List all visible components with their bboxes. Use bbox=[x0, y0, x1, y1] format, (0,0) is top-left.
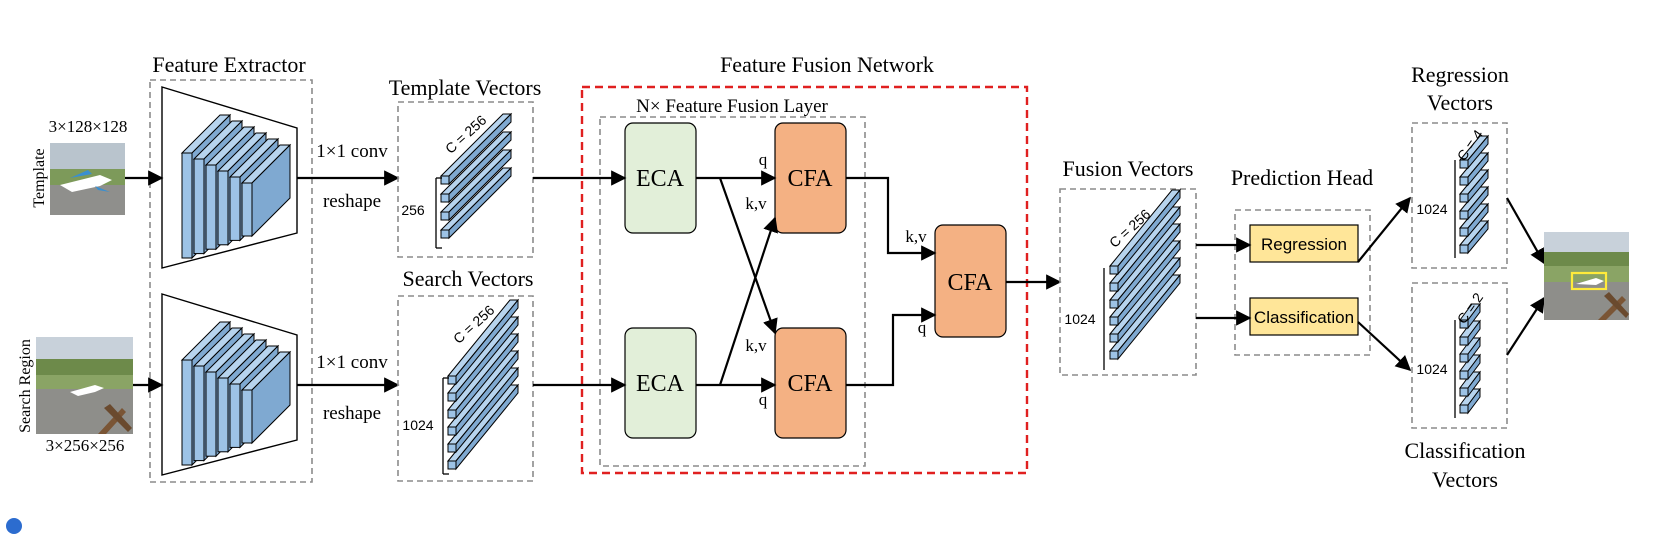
cfa-label-final: CFA bbox=[948, 270, 994, 296]
template-vectors-title: Template Vectors bbox=[389, 75, 542, 100]
cfa-label-bottom: CFA bbox=[788, 371, 834, 397]
classification-vectors-channels: C = 2 bbox=[1454, 290, 1487, 327]
fusion-vectors-title: Fusion Vectors bbox=[1063, 156, 1194, 181]
feature-fusion-network-title: Feature Fusion Network bbox=[720, 52, 934, 77]
tracking-bbox bbox=[1570, 271, 1608, 291]
regression-vectors-dim: 1024 bbox=[1416, 201, 1447, 217]
template-vector-bar bbox=[439, 112, 513, 186]
fusion-vector-bar bbox=[1108, 188, 1182, 276]
corner-marker-dot bbox=[6, 518, 22, 534]
backbone-feature-slab bbox=[240, 143, 292, 238]
feature-extractor-box bbox=[149, 79, 313, 483]
classification-head bbox=[1249, 297, 1359, 336]
classification-vectors-bars bbox=[1459, 302, 1481, 415]
backbone-feature-stack-bottom bbox=[180, 320, 292, 467]
fusion-vectors-bars bbox=[1108, 188, 1182, 361]
regression-head bbox=[1249, 224, 1359, 263]
fusion-vectors-box bbox=[1059, 188, 1197, 376]
kv-label-final: k,v bbox=[905, 227, 927, 246]
search-size-label: 3×256×256 bbox=[46, 436, 125, 455]
arrow-eca-bottom-to-cfa-top-kv bbox=[718, 216, 778, 386]
search-vector-bar bbox=[446, 366, 520, 454]
regression-vectors-bars bbox=[1458, 134, 1490, 255]
fusion-vectors-dim: 1024 bbox=[1064, 311, 1095, 327]
search-vector-bar bbox=[446, 383, 520, 471]
regression-vectors-title-line1: Regression bbox=[1411, 62, 1509, 87]
eca-label-top: ECA bbox=[636, 166, 685, 192]
classification-head-label: Classification bbox=[1254, 308, 1354, 327]
fusion-vector-bar bbox=[1108, 256, 1182, 344]
conv-label-bottom: 1×1 conv bbox=[316, 352, 388, 373]
classification-vectors-title-line1: Classification bbox=[1405, 438, 1526, 463]
template-vector-bar bbox=[439, 166, 513, 240]
fusion-layer-box bbox=[599, 116, 866, 467]
backbone-feature-stack-top bbox=[180, 113, 292, 260]
search-vector-bar bbox=[446, 332, 520, 420]
reshape-label-bottom: reshape bbox=[323, 403, 381, 424]
regression-vector-bar bbox=[1458, 151, 1490, 187]
conv-label-top: 1×1 conv bbox=[316, 141, 388, 162]
eca-label-bottom: ECA bbox=[636, 371, 685, 397]
arrow-cfa-top-to-final-kv bbox=[846, 176, 937, 261]
reshape-label-top: reshape bbox=[323, 191, 381, 212]
cfa-label-top: CFA bbox=[788, 166, 834, 192]
template-vectors-box bbox=[397, 101, 534, 258]
regression-vector-bar bbox=[1458, 168, 1490, 204]
fusion-layer-title: N× Feature Fusion Layer bbox=[636, 96, 828, 117]
prediction-head-title: Prediction Head bbox=[1231, 165, 1373, 190]
search-vectors-dim: 1024 bbox=[402, 417, 433, 433]
search-region-image bbox=[36, 337, 133, 434]
search-vector-bar bbox=[446, 298, 520, 386]
arrow-regression-to-output bbox=[1506, 197, 1545, 265]
search-vectors-bars bbox=[446, 298, 520, 471]
template-vector-bar bbox=[439, 130, 513, 204]
template-side-label: Template bbox=[31, 148, 48, 207]
q-label-bottom: q bbox=[759, 390, 768, 409]
arrow-classification-to-vectors bbox=[1357, 321, 1412, 372]
regression-head-label: Regression bbox=[1261, 235, 1347, 254]
template-vectors-dim: 256 bbox=[401, 202, 425, 218]
output-tracking-image bbox=[1544, 232, 1629, 320]
template-vector-bar bbox=[439, 148, 513, 222]
arrow-eca-top-to-cfa-bottom-kv bbox=[718, 177, 778, 335]
template-image bbox=[50, 143, 125, 215]
q-label-final: q bbox=[918, 318, 927, 337]
search-side-label: Search Region bbox=[17, 339, 34, 433]
backbone-feature-slab bbox=[240, 350, 292, 445]
regression-vector-bar bbox=[1458, 219, 1490, 255]
regression-vector-bar bbox=[1458, 134, 1490, 170]
classification-vectors-title-line2: Vectors bbox=[1432, 467, 1498, 492]
feature-fusion-network-box bbox=[580, 85, 1029, 475]
fusion-vector-bar bbox=[1108, 205, 1182, 293]
feature-extractor-title: Feature Extractor bbox=[152, 52, 306, 77]
template-size-label: 3×128×128 bbox=[49, 117, 128, 136]
arrow-cfa-bottom-to-final-q bbox=[846, 307, 937, 387]
q-label-top: q bbox=[759, 150, 768, 169]
classification-vector-bar bbox=[1459, 302, 1481, 330]
arrow-regression-to-vectors bbox=[1357, 196, 1411, 263]
kv-label-top: k,v bbox=[745, 194, 767, 213]
classification-vectors-dim: 1024 bbox=[1416, 361, 1447, 377]
kv-label-bottom: k,v bbox=[745, 336, 767, 355]
search-vectors-title: Search Vectors bbox=[403, 266, 534, 291]
regression-vectors-title-line2: Vectors bbox=[1427, 90, 1493, 115]
template-vectors-bars bbox=[439, 112, 513, 240]
search-vector-bar bbox=[446, 349, 520, 437]
fusion-vector-bar bbox=[1108, 222, 1182, 310]
arrow-classification-to-output bbox=[1506, 296, 1545, 356]
